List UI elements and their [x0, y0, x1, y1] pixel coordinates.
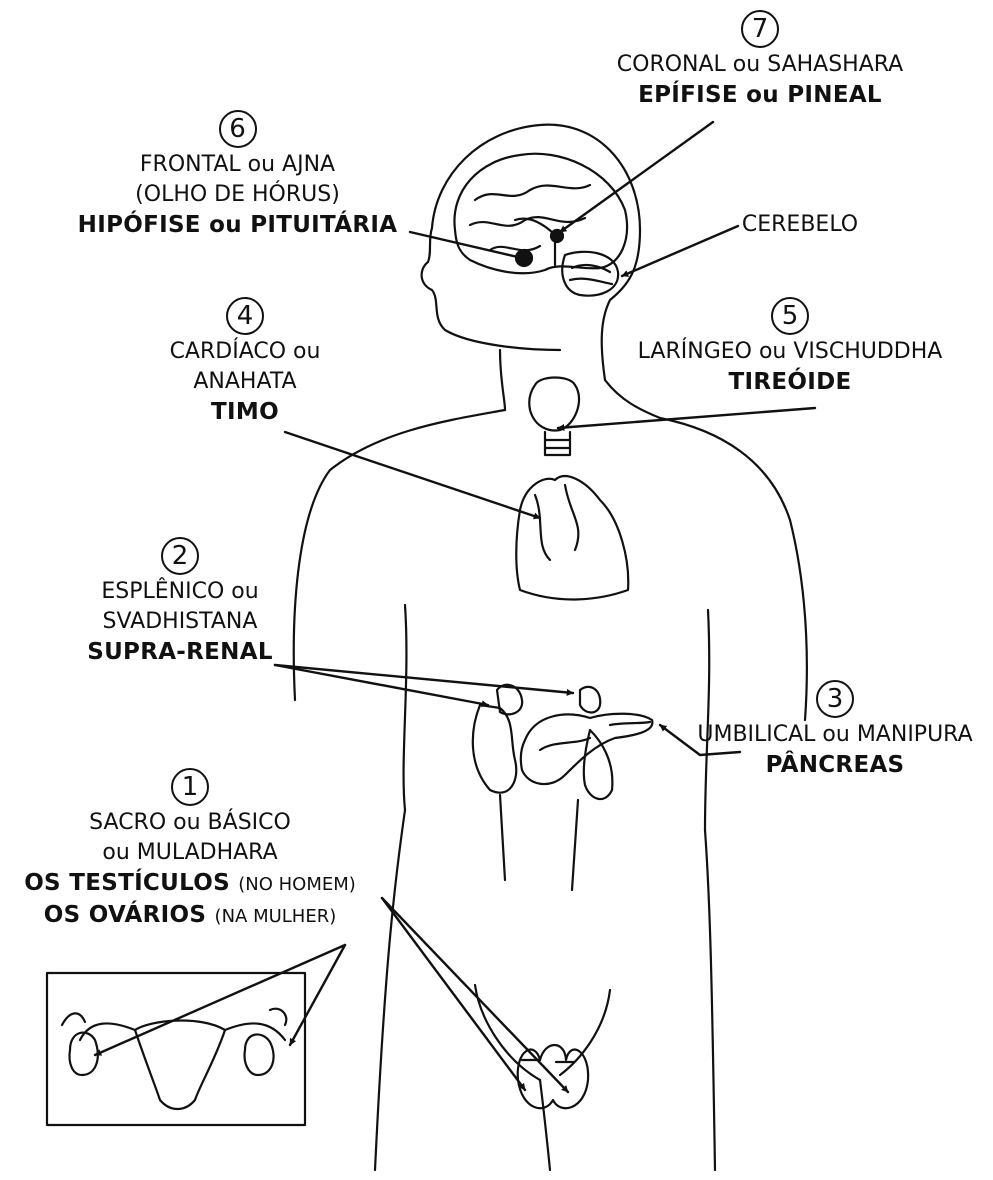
chakra-alias: ou MULADHARA — [5, 838, 375, 868]
chakra-name: ESPLÊNICO ou — [50, 577, 310, 607]
chakra-number-2: 2 — [161, 537, 199, 575]
thymus-heart — [516, 476, 628, 599]
arrow-suprarenal-right — [275, 665, 573, 693]
gland-name: HIPÓFISE ou PITUITÁRIA — [55, 210, 420, 240]
chakra-number-6: 6 — [219, 110, 257, 148]
chakra-3-label: 3 UMBILICAL ou MANIPURA PÂNCREAS — [680, 680, 990, 780]
chakra-6-label: 6 FRONTAL ou AJNA (OLHO DE HÓRUS) HIPÓFI… — [55, 110, 420, 240]
cerebelo-text: CEREBELO — [725, 210, 875, 240]
chakra-2-label: 2 ESPLÊNICO ou SVADHISTANA SUPRA-RENAL — [50, 537, 310, 667]
chakra-number-3: 3 — [816, 680, 854, 718]
arrow-pituitary — [410, 232, 522, 258]
gland-name: TIREÓIDE — [615, 367, 965, 397]
chakra-1-label: 1 SACRO ou BÁSICO ou MULADHARA OS TESTÍC… — [5, 768, 375, 932]
arrow-pineal — [560, 122, 713, 232]
chakra-alias: ANAHATA — [115, 367, 375, 397]
arrow-suprarenal-left — [275, 665, 488, 705]
gland-name: TIMO — [115, 397, 375, 427]
cerebellum — [562, 252, 618, 296]
gland-name: SUPRA-RENAL — [50, 637, 310, 667]
chakra-name: UMBILICAL ou MANIPURA — [680, 720, 990, 750]
cerebelo-label: CEREBELO — [725, 210, 875, 240]
chakra-number-4: 4 — [226, 297, 264, 335]
gland-male-name: OS TESTÍCULOS — [24, 870, 230, 896]
chakra-name: FRONTAL ou AJNA — [55, 150, 420, 180]
gland-male-note: (NO HOMEM) — [238, 874, 356, 895]
chakra-name: LARÍNGEO ou VISCHUDDHA — [615, 337, 965, 367]
gland-female: OS OVÁRIOS (NA MULHER) — [5, 900, 375, 932]
chakra-7-label: 7 CORONAL ou SAHASHARA EPÍFISE ou PINEAL — [590, 10, 930, 110]
chakra-number-5: 5 — [771, 297, 809, 335]
chakra-name: CARDÍACO ou — [115, 337, 375, 367]
chakra-alias: (OLHO DE HÓRUS) — [55, 180, 420, 210]
gland-name: PÂNCREAS — [680, 750, 990, 780]
chakra-name: CORONAL ou SAHASHARA — [590, 50, 930, 80]
chakra-4-label: 4 CARDÍACO ou ANAHATA TIMO — [115, 297, 375, 427]
chakra-number-7: 7 — [741, 10, 779, 48]
gland-female-name: OS OVÁRIOS — [44, 902, 206, 928]
chakra-name: SACRO ou BÁSICO — [5, 808, 375, 838]
torso-outline — [294, 410, 505, 700]
gland-name: EPÍFISE ou PINEAL — [590, 80, 930, 110]
chakra-number-1: 1 — [171, 768, 209, 806]
neck-outline — [500, 350, 505, 410]
gland-female-note: (NA MULHER) — [215, 906, 337, 927]
arrow-testis-right — [382, 898, 568, 1092]
gland-male: OS TESTÍCULOS (NO HOMEM) — [5, 868, 375, 900]
thyroid-gland — [529, 378, 579, 431]
arrow-thymus — [285, 432, 540, 518]
ovary-inset — [47, 973, 305, 1125]
chakra-alias: SVADHISTANA — [50, 607, 310, 637]
chakra-5-label: 5 LARÍNGEO ou VISCHUDDHA TIREÓIDE — [615, 297, 965, 397]
kidney-left — [473, 705, 516, 793]
arrow-testis-left — [382, 898, 525, 1090]
